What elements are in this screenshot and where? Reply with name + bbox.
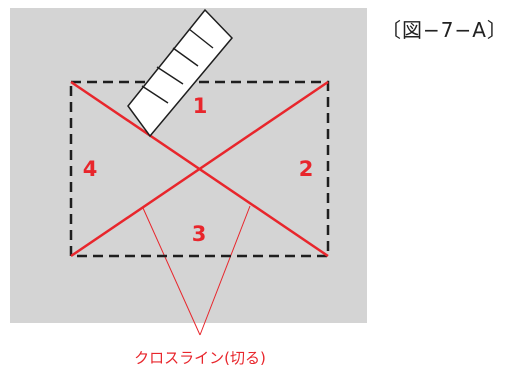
leader-line-right bbox=[199, 205, 251, 336]
cross-line-annotation: クロスライン(切る) bbox=[134, 349, 266, 367]
cross-line-diagonal-2 bbox=[70, 80, 329, 258]
region-label-2: 2 bbox=[299, 157, 314, 181]
region-label-1: 1 bbox=[193, 94, 208, 118]
figure-label: 〔図−7−A〕 bbox=[381, 18, 508, 42]
leader-line-left bbox=[142, 207, 201, 336]
leader-lines bbox=[142, 205, 251, 336]
region-label-3: 3 bbox=[192, 222, 207, 246]
cutter-blade-icon bbox=[127, 8, 234, 138]
cross-lines bbox=[70, 80, 329, 258]
dashed-cut-outline bbox=[69, 80, 330, 258]
region-label-4: 4 bbox=[83, 157, 98, 181]
